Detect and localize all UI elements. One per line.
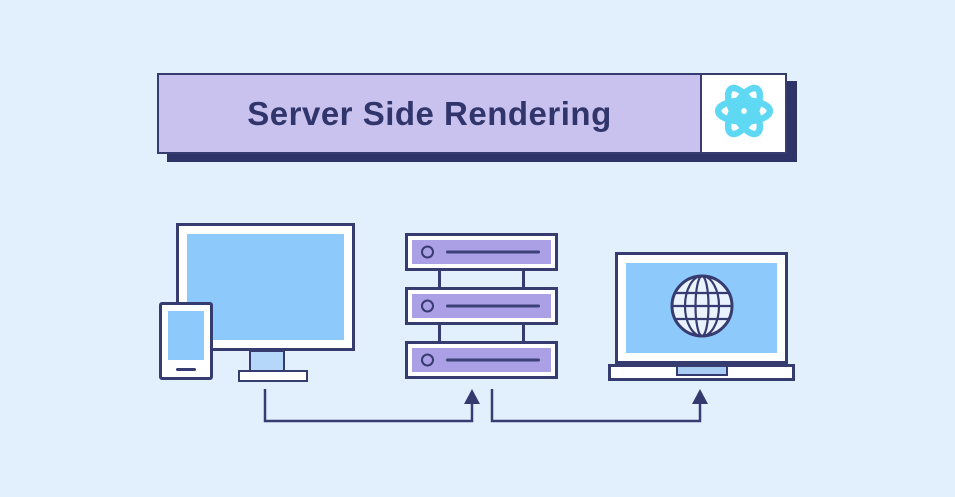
server-indicator-icon [421,245,434,259]
monitor-screen [187,234,344,340]
server-indicator-icon [421,353,434,367]
server-rack-link [522,323,525,344]
monitor-stand-neck [249,350,285,372]
server-stack-icon [405,233,558,271]
server-unit-panel [412,348,551,372]
server-slot-line [446,358,540,362]
phone-home-bar [176,368,196,371]
server-slot-line [446,304,540,308]
globe-icon [668,272,736,345]
monitor-stand-base [238,370,308,382]
server-rack-link [522,269,525,290]
laptop-base [608,364,795,381]
server-rack-link [438,323,441,344]
react-logo-icon [713,82,775,145]
laptop-icon [615,252,788,364]
phone-screen [168,311,204,360]
laptop-notch [675,367,728,376]
clients-to-server-arrow [263,389,480,423]
smartphone-icon [159,302,213,380]
react-logo-box [700,75,785,152]
server-unit-panel [412,294,551,318]
laptop-screen [626,263,777,353]
desktop-monitor-icon [176,223,355,351]
server-rack-link [438,269,441,290]
page-title: Server Side Rendering [247,94,612,132]
server-unit-panel [412,240,551,264]
server-stack-icon [405,287,558,325]
title-banner: Server Side Rendering [157,73,787,154]
server-to-browser-arrow [490,389,708,423]
banner-title-wrap: Server Side Rendering [159,75,700,152]
server-stack-icon [405,341,558,379]
server-slot-line [446,250,540,254]
server-indicator-icon [421,299,434,313]
